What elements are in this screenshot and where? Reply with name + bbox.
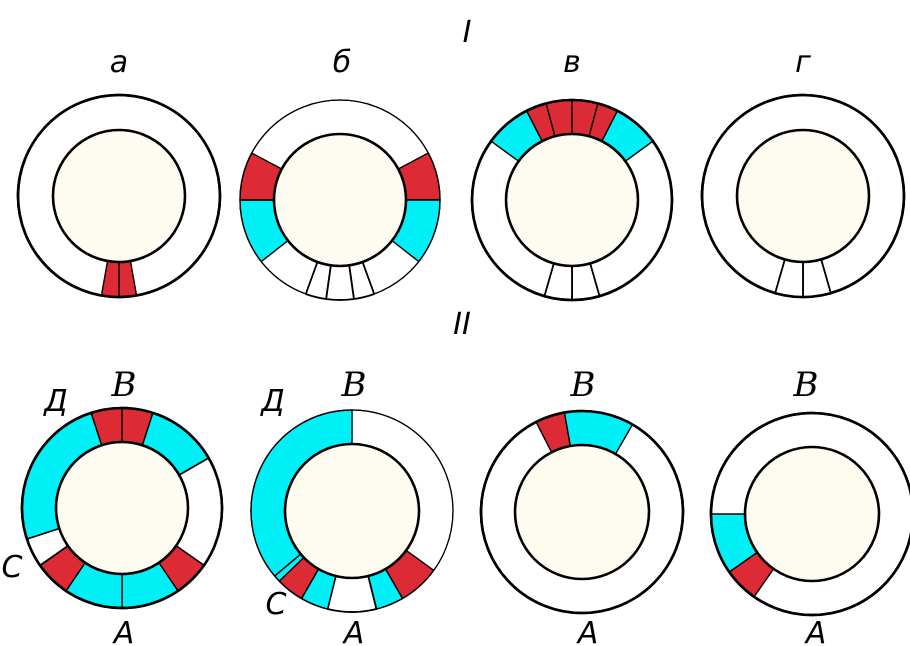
r2c2-inner-disc: [283, 442, 421, 580]
r1c1-inner-disc: [51, 128, 187, 264]
ring-diagram-r1c2: [239, 99, 441, 301]
row-label-1: I: [463, 15, 472, 50]
r2c4-inner-disc: [743, 445, 881, 583]
r2c2-label-left-top: Д: [259, 384, 284, 419]
column-label-a: а: [110, 45, 128, 80]
r1c3-inner-disc: [504, 132, 640, 268]
r2c4-label-top: В: [793, 365, 819, 405]
column-label-v: в: [563, 45, 581, 80]
r2c2-outer-outline: [250, 409, 454, 613]
r1c1-outer-outline: [16, 93, 222, 299]
ring-diagram-r1c1: [16, 93, 222, 299]
r1c4-outer-outline: [700, 93, 906, 299]
ring-diagram-r2c3: [479, 409, 685, 615]
r2c2-label-bottom: А: [342, 616, 365, 646]
column-label-b: б: [333, 45, 352, 80]
r2c3-inner-disc: [513, 443, 651, 581]
r2c1-label-top: В: [111, 365, 137, 405]
r2c3-label-top: В: [570, 365, 596, 405]
ring-diagram-r2c2: [250, 409, 454, 613]
r2c1-label-bottom: А: [112, 616, 135, 646]
r2c2-label-top: В: [341, 365, 367, 405]
row-label-2: II: [453, 307, 471, 342]
r2c3-label-bottom: А: [576, 616, 599, 646]
r2c1-label-left-top: Д: [42, 384, 67, 419]
r1c2-outer-outline: [239, 99, 441, 301]
ring-diagram-r1c3: [470, 98, 674, 302]
r2c4-outer-outline: [709, 411, 910, 617]
r2c2-label-left-bottom: С: [266, 587, 287, 622]
r1c3-outer-outline: [470, 98, 674, 302]
r2c1-inner-disc: [54, 440, 190, 576]
ring-diagram-r2c4: [709, 411, 910, 617]
ring-diagram-r2c1: [20, 406, 224, 610]
r2c4-label-bottom: А: [804, 616, 827, 646]
r2c3-outer-outline: [479, 409, 685, 615]
ring-diagram-r1c4: [700, 93, 906, 299]
r2c1-outer-outline: [20, 406, 224, 610]
r1c4-inner-disc: [735, 128, 871, 264]
r2c1-label-left-bottom: С: [2, 550, 23, 585]
r1c2-inner-disc: [272, 132, 408, 268]
column-label-g: г: [795, 45, 811, 80]
